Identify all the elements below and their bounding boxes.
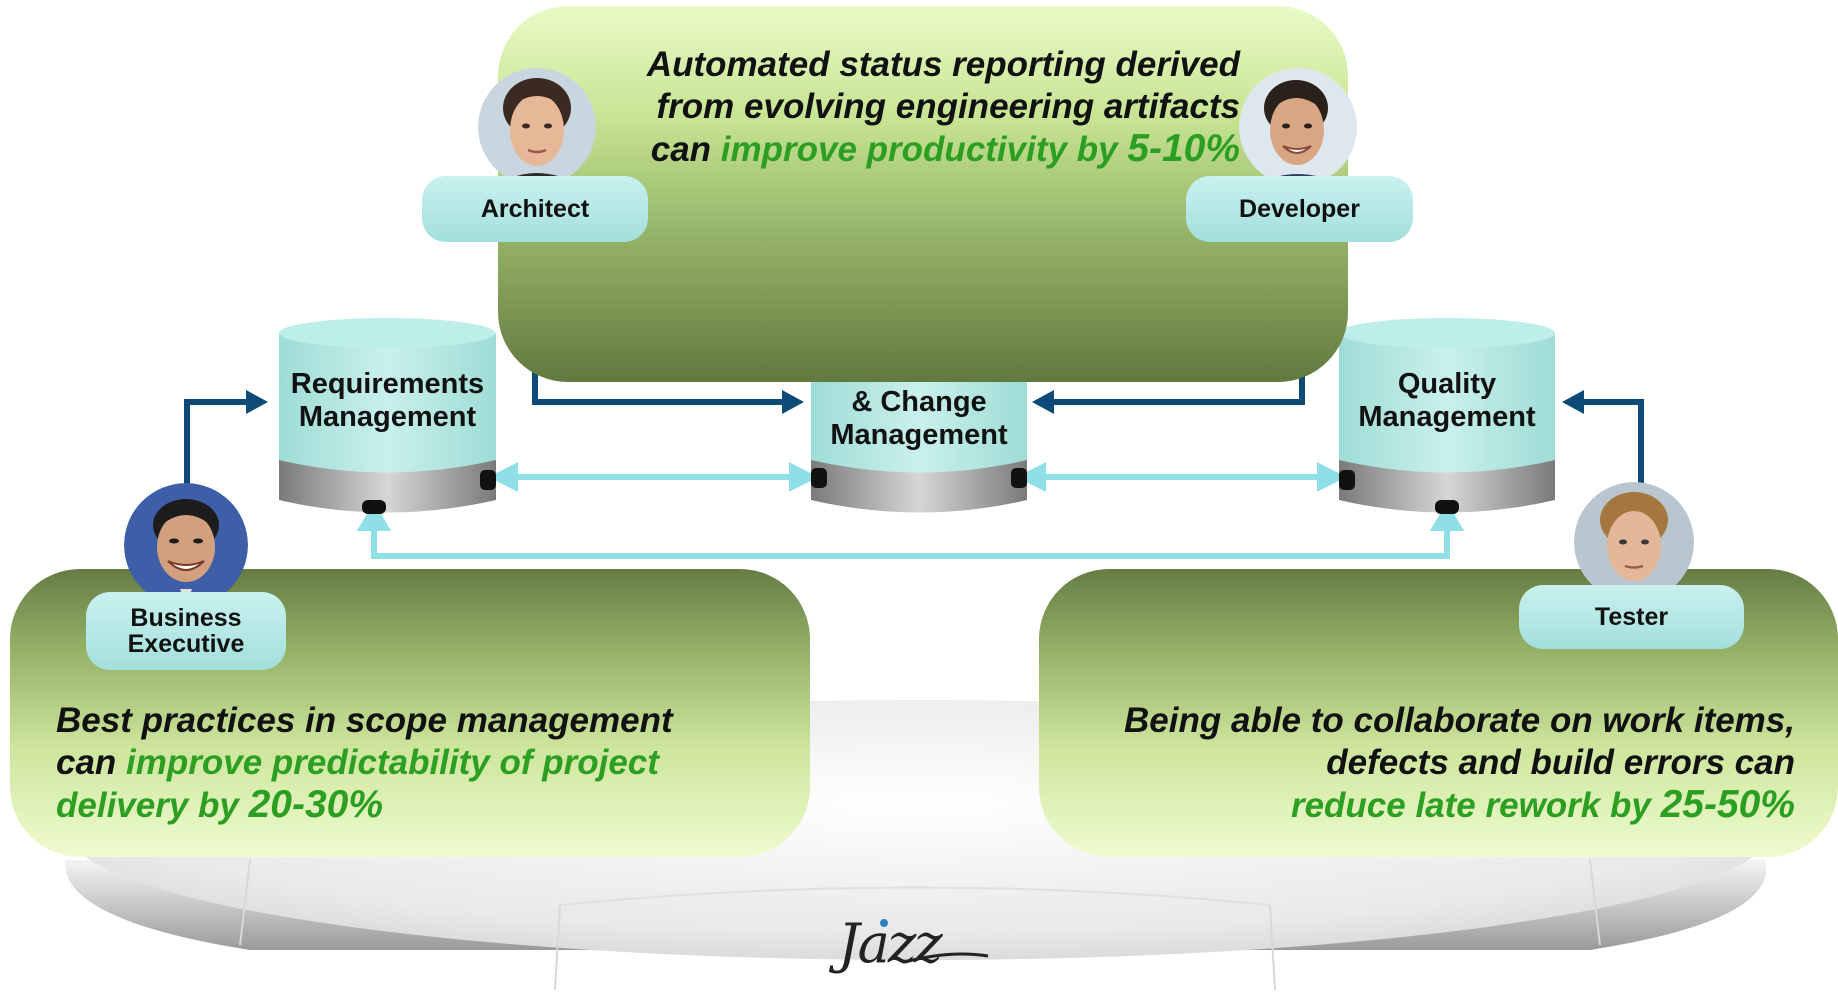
architect-avatar: [478, 68, 596, 186]
quality-label-line1: Quality: [1397, 368, 1497, 400]
change-label-line1: & Change: [851, 386, 987, 418]
top-statement: Automated status reporting derived from …: [600, 44, 1240, 171]
change-label: & Change Management: [811, 386, 1027, 452]
left-statement-highlight2: delivery by: [56, 786, 249, 825]
requirements-label-line1: Requirements: [290, 368, 485, 400]
developer-avatar: [1239, 68, 1357, 186]
left-statement-line2: can improve predictability of project: [56, 742, 673, 784]
developer-role-label: Developer: [1239, 195, 1360, 223]
requirements-repository: [279, 318, 496, 514]
left-statement: Best practices in scope management can i…: [56, 700, 673, 827]
business-executive-role-badge: Business Executive: [86, 592, 286, 670]
tester-avatar: [1574, 482, 1694, 602]
integration-arrows: [356, 462, 1465, 559]
right-statement-highlight: reduce late rework by: [1290, 786, 1661, 825]
tester-role-label: Tester: [1594, 603, 1669, 631]
right-statement-line3: reduce late rework by 25-50%: [1124, 784, 1795, 827]
top-statement-line3: can improve productivity by 5-10%: [600, 128, 1240, 171]
top-statement-line2: from evolving engineering artifacts: [656, 87, 1240, 126]
left-statement-value: 20-30%: [248, 783, 384, 826]
requirements-label: Requirements Management: [279, 368, 496, 434]
left-statement-line1: Best practices in scope management: [56, 701, 673, 740]
quality-label-line2: Management: [1358, 401, 1536, 433]
business-executive-label-line1: Business: [130, 604, 242, 632]
left-statement-line3: delivery by 20-30%: [56, 784, 673, 827]
top-statement-highlight: improve productivity by: [720, 130, 1128, 169]
right-statement-line1: Being able to collaborate on work items,: [1124, 701, 1795, 740]
quality-repository: [1339, 318, 1555, 514]
architect-role-label: Architect: [480, 195, 590, 223]
top-statement-prefix: can: [650, 130, 721, 169]
top-statement-line1: Automated status reporting derived: [646, 45, 1240, 84]
left-statement-prefix: can: [56, 743, 127, 782]
right-statement-value: 25-50%: [1660, 783, 1795, 826]
change-label-line2: Management: [830, 419, 1008, 451]
developer-role-badge: Developer: [1186, 176, 1413, 242]
jazz-logo: Jazz: [838, 912, 943, 975]
architect-role-badge: Architect: [422, 176, 648, 242]
right-statement-line2: defects and build errors can: [1326, 743, 1795, 782]
business-executive-avatar: [124, 483, 248, 607]
tester-role-badge: Tester: [1519, 585, 1744, 649]
top-statement-value: 5-10%: [1127, 127, 1240, 170]
quality-label: Quality Management: [1339, 368, 1555, 434]
jazz-logo-text: Jazz: [838, 912, 943, 975]
role-arrowheads: [246, 390, 1584, 414]
business-executive-label-line2: Executive: [127, 630, 245, 658]
requirements-label-line2: Management: [298, 401, 477, 433]
right-statement: Being able to collaborate on work items,…: [1124, 700, 1795, 827]
left-statement-highlight: improve predictability of project: [126, 743, 659, 782]
